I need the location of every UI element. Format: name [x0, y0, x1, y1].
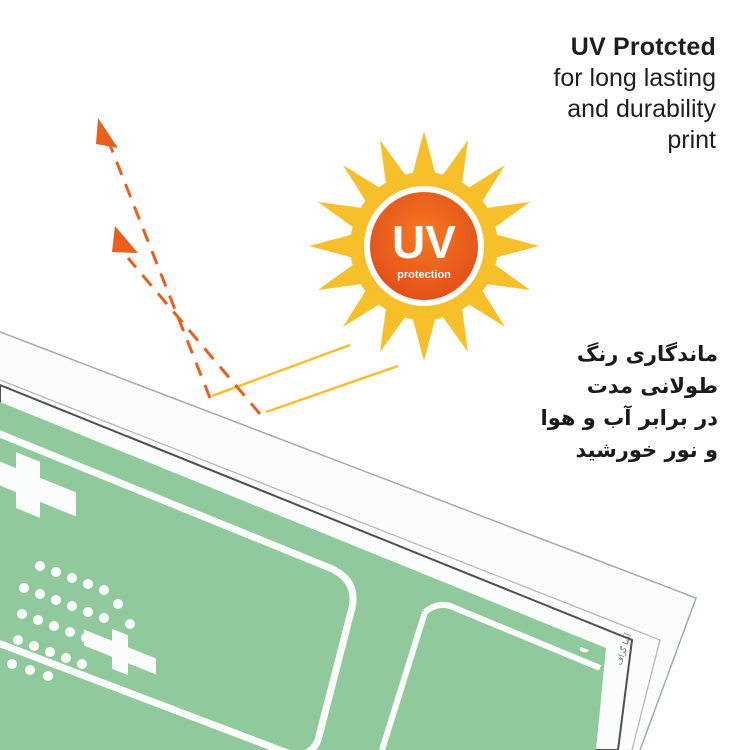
uv-film-top-outline [0, 331, 697, 750]
sun-rays-incoming [211, 343, 399, 414]
first-aid-cross-icon [0, 452, 76, 518]
small-cross-icon [84, 628, 156, 676]
headline-line: print [667, 126, 716, 154]
persian-line: طولانی مدت [586, 374, 718, 398]
uv-film-layers [0, 331, 697, 750]
persian-line: و نور خورشید [575, 438, 718, 462]
persian-line: در برابر آب و هوا [540, 406, 719, 430]
arrow-up-icon [112, 226, 138, 253]
sign-right-frame [423, 601, 602, 671]
persian-line: ماندگاری رنگ [576, 342, 718, 366]
headline-title: UV Protcted [570, 33, 716, 61]
headline-line: for long lasting [553, 64, 716, 92]
uv-reflection-arrows [96, 118, 262, 415]
uv-badge-label: UV [392, 216, 456, 268]
headline-line: and durability [567, 95, 716, 123]
sun-icon: UV protection [309, 131, 539, 361]
arrow-up-icon [96, 118, 118, 148]
persian-caption: ماندگاری رنگ طولانی مدت در برابر آب و هو… [418, 338, 719, 466]
sign-left-frame [0, 426, 357, 750]
uv-badge-sub: protection [397, 269, 451, 281]
uv-film-second-outline [0, 379, 661, 750]
uv-headline: UV Protcted for long lasting and durabil… [396, 32, 716, 156]
spray-dots-icon [7, 561, 135, 681]
uv-badge [370, 192, 478, 300]
